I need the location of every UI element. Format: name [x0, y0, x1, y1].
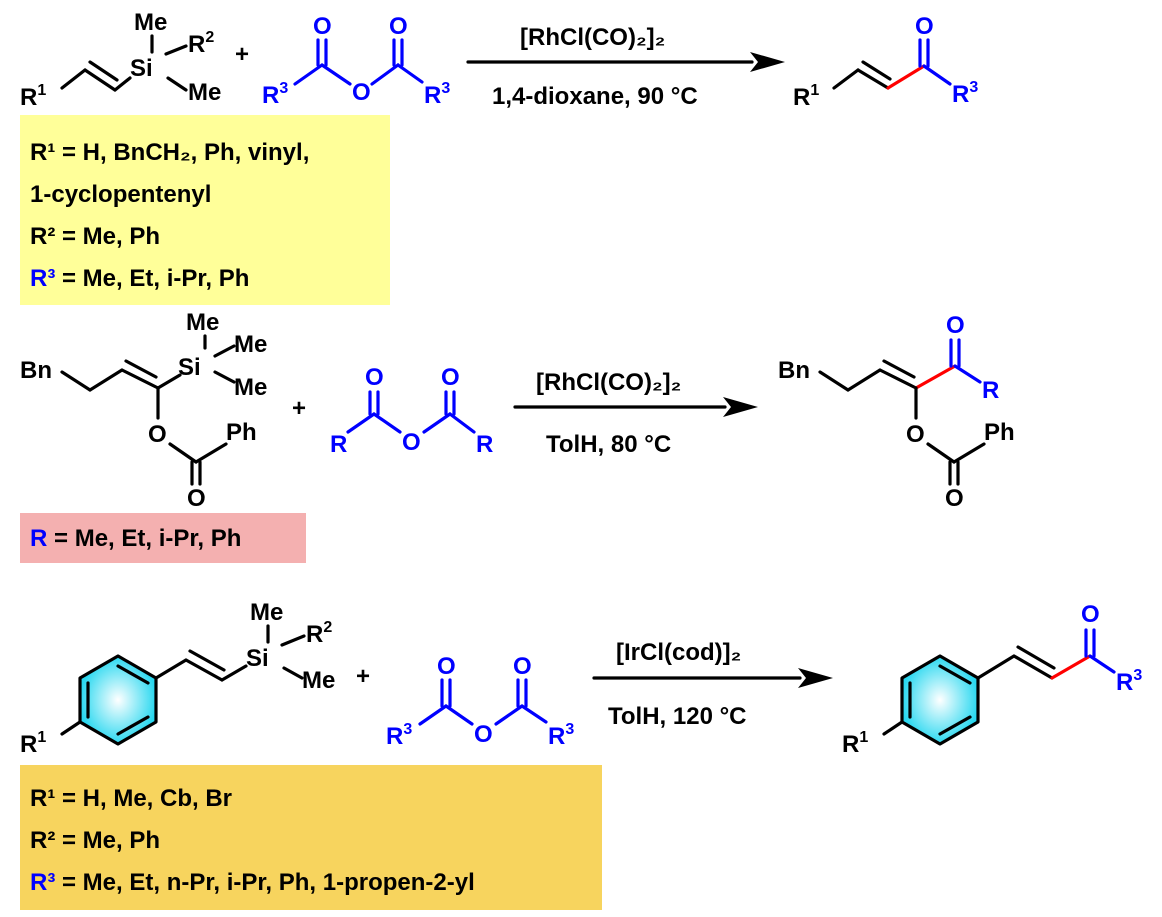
atom-o-carbonyl-right: O	[389, 13, 408, 40]
reaction-arrow-3: [IrCl(cod)]₂ TolH, 120 °C	[592, 639, 833, 730]
atom-r2-3: R2	[306, 619, 332, 648]
atom-r1-aryl-product: R1	[842, 729, 868, 758]
atom-me-top-3: Me	[250, 599, 283, 626]
substituent-r-line: R = Me, Et, i-Pr, Ph	[30, 525, 241, 552]
catalyst-label-3: [IrCl(cod)]₂	[616, 639, 741, 666]
atom-ph-product: Ph	[984, 419, 1015, 446]
enone-product-2: Bn O R O Ph O	[778, 312, 1015, 512]
atom-me-right-3: Me	[302, 667, 335, 694]
atom-o-carbonyl-left-2: O	[365, 364, 384, 391]
plus-sign-2: +	[292, 395, 306, 422]
atom-o-ester: O	[148, 421, 167, 448]
atom-bn: Bn	[20, 357, 52, 384]
enone-product-1: R1 O R3	[793, 13, 978, 111]
atom-o-ester-carbonyl: O	[187, 485, 206, 512]
atom-me-top: Me	[134, 9, 167, 36]
atom-o-ester-product: O	[906, 421, 925, 448]
styrylsilane: R1 Si Me R2 Me	[20, 599, 335, 758]
plus-sign-3: +	[356, 663, 370, 690]
atom-me-right: Me	[188, 79, 221, 106]
atom-si: Si	[130, 55, 153, 82]
atom-o-bridge-2: O	[402, 429, 421, 456]
reaction-1: R¹ = H, BnCH₂, Ph, vinyl, 1-cyclopenteny…	[20, 9, 978, 305]
atom-ph: Ph	[226, 419, 257, 446]
atom-o-carbonyl-left-3: O	[437, 653, 456, 680]
reaction-2: R = Me, Et, i-Pr, Ph Bn Si Me Me Me O Ph…	[20, 309, 1015, 563]
atom-o-bridge: O	[352, 79, 371, 106]
atom-o-product-2: O	[946, 312, 965, 339]
atom-o-carbonyl-right-2: O	[441, 364, 460, 391]
atom-r1-aryl: R1	[20, 729, 46, 758]
anhydride-2: R O O O R	[330, 364, 493, 458]
catalyst-label-2: [RhCl(CO)₂]₂	[536, 369, 681, 396]
atom-r1-product: R1	[793, 82, 819, 111]
substituent-box-3	[20, 765, 602, 910]
atom-o-product-1: O	[915, 13, 934, 40]
plus-sign-1: +	[235, 41, 249, 68]
substituent-r3-line: R³ = Me, Et, i-Pr, Ph	[30, 265, 249, 292]
substituent-r1-line-3: R¹ = H, Me, Cb, Br	[30, 785, 232, 812]
atom-me-top-2: Me	[186, 309, 219, 336]
anhydride-1: R3 O O O R3	[262, 13, 450, 109]
catalyst-label-1: [RhCl(CO)₂]₂	[520, 24, 665, 51]
atom-o-carbonyl-right-3: O	[513, 653, 532, 680]
atom-r-left: R	[330, 431, 347, 458]
atom-si-2: Si	[178, 354, 201, 381]
atom-r3-right-3: R3	[548, 721, 574, 750]
atom-r3-product-3: R3	[1116, 667, 1142, 696]
atom-r3-left-3: R3	[386, 721, 412, 750]
atom-r1: R1	[20, 82, 46, 111]
atom-r-product: R	[982, 377, 999, 404]
substituent-r1-line: R¹ = H, BnCH₂, Ph, vinyl,	[30, 139, 309, 166]
atom-r3-left: R3	[262, 80, 288, 109]
atom-o-bridge-3: O	[474, 721, 493, 748]
atom-o-carbonyl-left: O	[313, 13, 332, 40]
reaction-arrow-1: [RhCl(CO)₂]₂ 1,4-dioxane, 90 °C	[466, 24, 785, 110]
anhydride-3: R3 O O O R3	[386, 653, 574, 750]
atom-r-right: R	[476, 431, 493, 458]
atom-me-lower-2: Me	[234, 374, 267, 401]
atom-o-ester-carbonyl-product: O	[945, 485, 964, 512]
reaction-3: R¹ = H, Me, Cb, Br R² = Me, Ph R³ = Me, …	[20, 599, 1142, 910]
conditions-label-3: TolH, 120 °C	[608, 703, 747, 730]
atom-r2: R2	[188, 29, 214, 58]
atom-o-product-3: O	[1081, 601, 1100, 628]
substituent-r2-line: R² = Me, Ph	[30, 223, 160, 250]
substituent-box-2	[20, 513, 306, 563]
conditions-label-2: TolH, 80 °C	[546, 431, 671, 458]
atom-me-right-2: Me	[234, 331, 267, 358]
substituent-box-1	[20, 115, 390, 305]
substituent-r3-line-3: R³ = Me, Et, n-Pr, i-Pr, Ph, 1-propen-2-…	[30, 869, 475, 896]
substituent-r2-line-3: R² = Me, Ph	[30, 827, 160, 854]
conditions-label-1: 1,4-dioxane, 90 °C	[492, 83, 698, 110]
vinylsilane-1: R1 Si Me R2 Me	[20, 9, 221, 111]
enone-product-3: R1 O R3	[842, 601, 1142, 758]
atom-r3-product: R3	[952, 79, 978, 108]
substituent-r1-line2: 1-cyclopentenyl	[30, 181, 211, 208]
reaction-arrow-2: [RhCl(CO)₂]₂ TolH, 80 °C	[513, 369, 758, 458]
atom-r3-right: R3	[424, 80, 450, 109]
atom-bn-product: Bn	[778, 357, 810, 384]
silyl-enol-ester: Bn Si Me Me Me O Ph O	[20, 309, 267, 512]
atom-si-3: Si	[246, 645, 269, 672]
